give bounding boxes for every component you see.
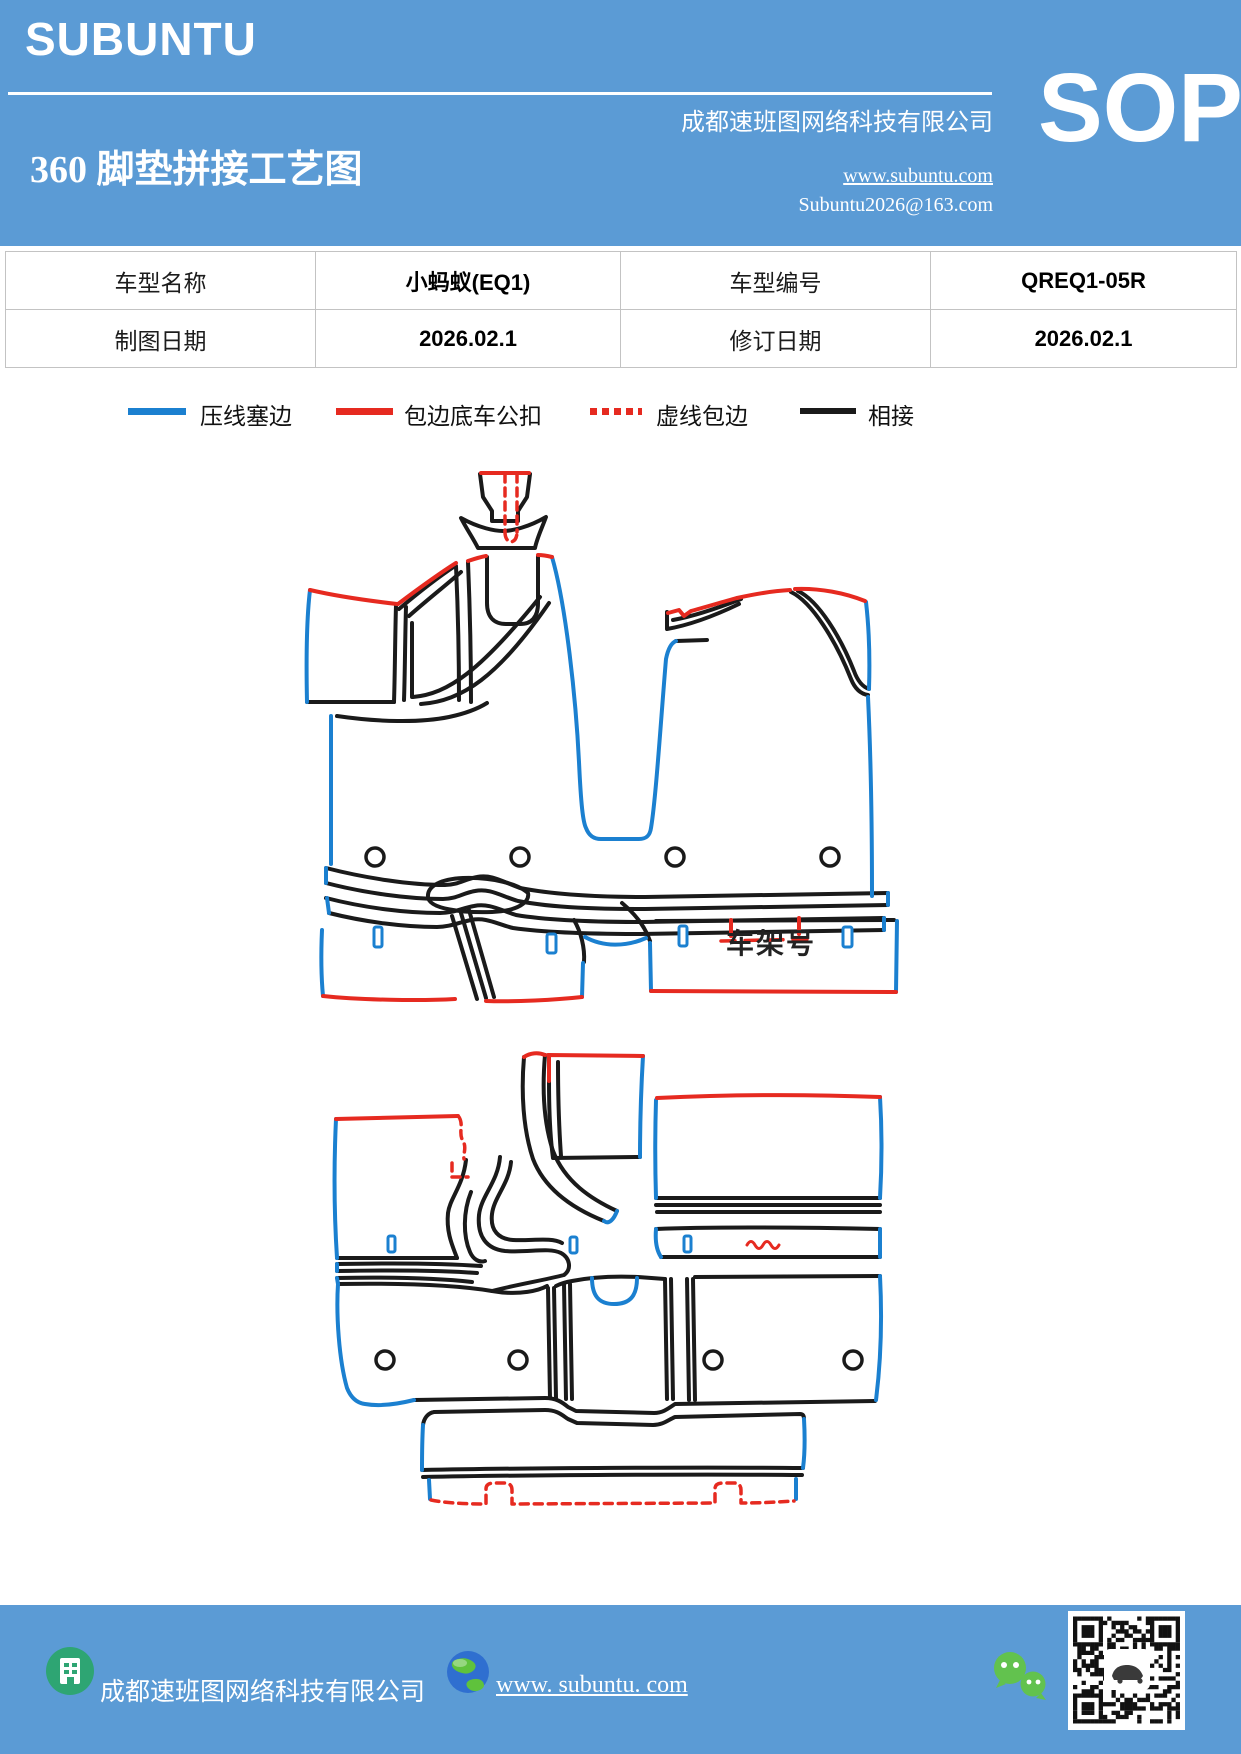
header-contact-block: 成都速班图网络科技有限公司 www.subuntu.com Subuntu202…: [573, 102, 993, 217]
mat-holes: [364, 846, 841, 868]
footer-company-name: 成都速班图网络科技有限公司: [100, 1679, 426, 1706]
legend-label: 压线塞边: [200, 404, 292, 429]
page-title: 360 脚垫拼接工艺图: [30, 149, 363, 191]
legend-label: 相接: [868, 404, 914, 429]
header-banner: SUBUNTU 360 脚垫拼接工艺图 成都速班图网络科技有限公司 www.su…: [0, 0, 1241, 246]
mat-holes: [374, 1349, 864, 1371]
legend-swatch-blue-line: [128, 408, 186, 415]
vehicle-info-table: 车型名称 小蚂蚁(EQ1) 车型编号 QREQ1-05R 制图日期 2026.0…: [5, 251, 1237, 368]
model-code-value: QREQ1-05R: [931, 252, 1237, 310]
model-name-value: 小蚂蚁(EQ1): [316, 252, 621, 310]
email-text: Subuntu2026@163.com: [798, 194, 993, 216]
mat-slots: [386, 1234, 693, 1255]
legend-label: 包边底车公扣: [404, 404, 542, 429]
draw-date-label: 制图日期: [6, 310, 316, 368]
mat-slots: [372, 924, 854, 955]
sop-badge: SOP: [1038, 53, 1241, 162]
legend-label: 虚线包边: [656, 404, 748, 429]
model-code-label: 车型编号: [621, 252, 931, 310]
legend-swatch-dashed-line: [590, 408, 642, 415]
revise-date-label: 修订日期: [621, 310, 931, 368]
company-name: 成都速班图网络科技有限公司: [681, 110, 993, 136]
footer-website-link[interactable]: www. subuntu. com: [496, 1672, 688, 1698]
draw-date-value: 2026.02.1: [316, 310, 621, 368]
legend-swatch-black-line: [800, 408, 856, 414]
logo-text: SUBUNTU: [25, 13, 257, 65]
legend-swatch-red-line: [336, 408, 393, 415]
website-link[interactable]: www.subuntu.com: [843, 165, 993, 187]
model-name-label: 车型名称: [6, 252, 316, 310]
front-mat-drawing: 车架号: [304, 471, 899, 1004]
header-divider: [8, 92, 992, 95]
revise-date-value: 2026.02.1: [931, 310, 1237, 368]
vin-window-label: 车架号: [726, 927, 816, 960]
rear-mat-drawing: [332, 1051, 884, 1506]
line-legend: 压线塞边 包边底车公扣 虚线包边 相接: [0, 395, 1241, 435]
